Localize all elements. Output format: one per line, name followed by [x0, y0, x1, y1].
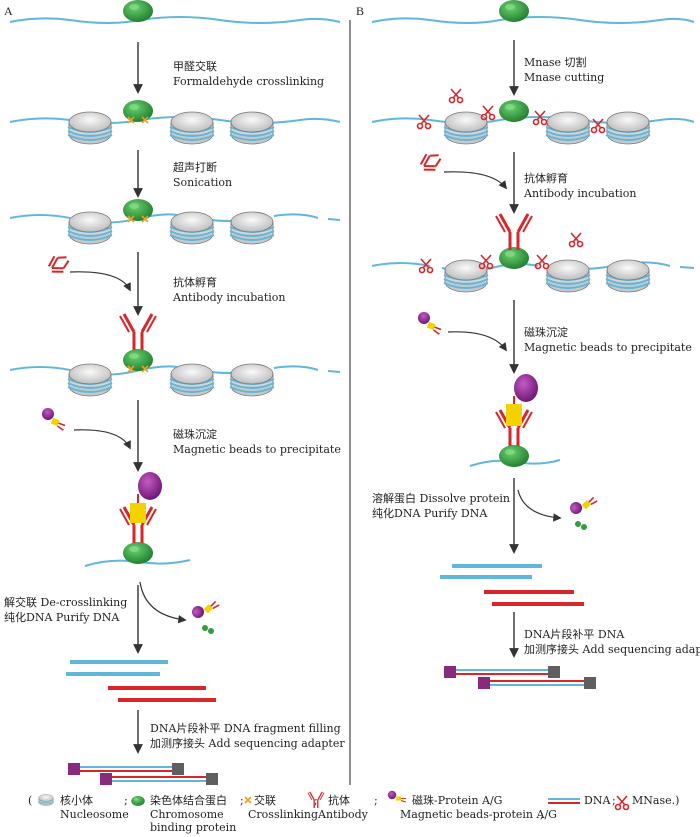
protein-icon [123, 0, 153, 22]
antibody-icon [494, 212, 534, 252]
scissors-icon [416, 114, 432, 130]
magnetic-bead-icon [138, 472, 162, 500]
legend-crosslink-en: Crosslinking [248, 808, 319, 821]
panel-a [9, 0, 341, 785]
step-b4-line1: 溶解蛋白 Dissolve protein [372, 492, 510, 505]
step-b5-line2: 加测序接头 Add sequencing adapter [524, 643, 700, 656]
nucleosome-icon [169, 111, 215, 145]
protein-icon [123, 199, 153, 221]
step-b4-line2: 纯化DNA Purify DNA [372, 507, 488, 520]
legend-sep: ; [314, 794, 318, 807]
antibody-icon [118, 312, 158, 352]
step-a6-line1: DNA片段补平 DNA fragment filling [150, 722, 341, 735]
adapter [68, 763, 80, 775]
protein-icon [123, 542, 153, 564]
nucleosome-icon [37, 794, 55, 806]
step-b3-cn: 磁珠沉淀 [524, 326, 568, 339]
nucleosome-icon [169, 363, 215, 397]
legend-open-paren: ( [28, 794, 33, 807]
legend-sep: ; [124, 794, 128, 807]
legend-sep: ; [540, 808, 544, 821]
protein-icon [131, 796, 145, 806]
adapter [100, 773, 112, 785]
legend-protein-en2: binding protein [150, 821, 237, 834]
step-a2-cn: 超声打断 [173, 161, 217, 174]
nucleosome-icon [605, 111, 651, 145]
legend-nucleosome-en: Nucleosome [60, 808, 129, 821]
legend-icons [37, 790, 630, 811]
nucleosome-icon [169, 211, 215, 245]
protein-icon [499, 247, 529, 269]
magnetic-bead-icon [414, 309, 446, 336]
nucleosome-icon [229, 211, 275, 245]
step-a5-line1: 解交联 De-crosslinking [4, 596, 128, 609]
step-a3-en: Antibody incubation [173, 291, 286, 304]
magnetic-bead-icon [387, 790, 407, 803]
legend-crosslink-cn: 交联 [254, 794, 276, 807]
dna-strand [9, 16, 341, 24]
nucleosome-icon [67, 211, 113, 245]
protein-icon [499, 0, 529, 22]
step-a4-en: Magnetic beads to precipitate [173, 443, 341, 456]
step-b1-cn: Mnase 切割 [524, 56, 587, 69]
legend-sep: ; [612, 794, 616, 807]
nucleosome-icon [545, 111, 591, 145]
protein-icon [123, 100, 153, 122]
legend-antibody-cn: 抗体 [328, 794, 350, 807]
step-b2-en: Antibody incubation [524, 187, 637, 200]
protein-icon [499, 445, 529, 467]
legend-beads-en: Magnetic beads-protein A/G [400, 808, 557, 821]
step-a1-en: Formaldehyde crosslinking [173, 75, 325, 88]
step-a3-cn: 抗体孵育 [173, 276, 217, 289]
nucleosome-icon [67, 363, 113, 397]
panel-b [371, 0, 695, 689]
legend-mnase: MNase.) [632, 794, 680, 807]
step-b2-cn: 抗体孵育 [524, 172, 568, 185]
legend-nucleosome-cn: 核小体 [60, 794, 93, 807]
legend-dna: DNA [584, 794, 611, 807]
scissors-icon [614, 795, 630, 811]
panel-b-label: B [356, 4, 365, 18]
legend-sep: ; [240, 794, 244, 807]
step-b3-en: Magnetic beads to precipitate [524, 341, 692, 354]
step-a6-line2: 加测序接头 Add sequencing adapter [150, 737, 345, 750]
nucleosome-icon [229, 111, 275, 145]
scissors-icon [448, 88, 464, 104]
step-b5-line1: DNA片段补平 DNA [524, 628, 625, 641]
nucleosome-icon [229, 363, 275, 397]
legend-antibody-en: Antibody [318, 808, 368, 821]
magnetic-bead-icon [38, 405, 70, 432]
step-a4-cn: 磁珠沉淀 [173, 428, 217, 441]
nucleosome-icon [67, 111, 113, 145]
legend-beads-cn: 磁珠-Protein A/G [412, 794, 503, 807]
nucleosome-icon [443, 259, 489, 293]
antibody-icon [44, 250, 74, 278]
step-a5-line2: 纯化DNA Purify DNA [4, 611, 120, 624]
step-b1-en: Mnase cutting [524, 71, 605, 84]
legend-protein-cn: 染色体结合蛋白 [150, 794, 227, 807]
panel-a-label: A [4, 4, 13, 18]
protein-icon [499, 100, 529, 122]
step-a1-cn: 甲醛交联 [173, 60, 217, 73]
adapter [206, 773, 218, 785]
crosslink-icon [244, 796, 252, 804]
nucleosome-icon [605, 259, 651, 293]
nucleosome-icon [545, 259, 591, 293]
adapter [172, 763, 184, 775]
protein-icon [123, 349, 153, 371]
protein-ag-icon [130, 503, 146, 523]
antibody-icon [416, 148, 446, 176]
step-a2-en: Sonication [173, 176, 233, 189]
legend-protein-en1: Chromosome [150, 808, 224, 821]
legend-sep: ; [374, 794, 378, 807]
